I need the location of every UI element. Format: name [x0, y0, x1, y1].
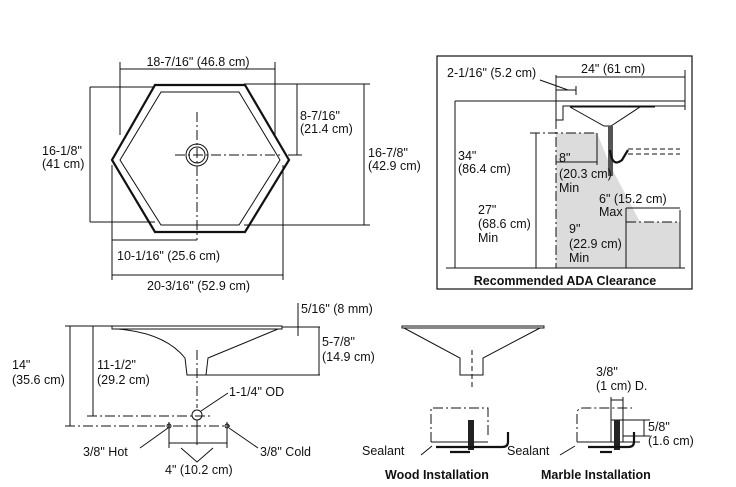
- marble-installation: 3/8" (1 cm) D. 5/8" (1.6 cm) Sealant Mar…: [507, 365, 694, 482]
- dim-total-height-cm: (35.6 cm): [12, 373, 65, 387]
- dim-rim-height-in: 34": [458, 149, 476, 163]
- dim-embed-in: 5/8": [648, 420, 670, 434]
- dim-rim-height-cm: (86.4 cm): [458, 162, 511, 176]
- dim-rim-offset: 2-1/16" (5.2 cm): [447, 66, 536, 80]
- top-view: 18-7/16" (46.8 cm) 8-7/16" (21.4 cm) 16-…: [42, 55, 421, 293]
- dim-inner-depth-cm: (41 cm): [42, 157, 84, 171]
- dim-hot-supply: 3/8" Hot: [83, 445, 128, 459]
- dim-cold-supply: 3/8" Cold: [260, 445, 311, 459]
- dim-toe-max: 6" (15.2 cm): [599, 192, 667, 206]
- dim-ada-depth: 24" (61 cm): [581, 62, 645, 76]
- drain-outlet-icon: [191, 409, 203, 421]
- dim-overall-width: 18-7/16" (46.8 cm): [146, 55, 249, 69]
- dim-toe-height-note: Min: [569, 251, 589, 265]
- dim-outer-depth-cm: (42.9 cm): [368, 159, 421, 173]
- basin-profile: [117, 328, 279, 376]
- dim-bowl-depth-cm: (14.9 cm): [322, 350, 375, 364]
- dim-half-depth-cm: (21.4 cm): [300, 122, 353, 136]
- dim-knee-depth-cm: (20.3 cm): [559, 167, 612, 181]
- dim-supply-spacing: 4" (10.2 cm): [165, 463, 233, 477]
- dim-knee-depth-note: Min: [559, 181, 579, 195]
- wood-sealant-label: Sealant: [362, 444, 405, 458]
- ada-panel-title: Recommended ADA Clearance: [474, 274, 657, 288]
- dim-toe-max-note: Max: [599, 205, 623, 219]
- marble-sealant-label: Sealant: [507, 444, 550, 458]
- dim-half-depth-in: 8-7/16": [300, 109, 340, 123]
- dim-knee-clear-in: 27": [478, 203, 496, 217]
- dim-embed-cm: (1.6 cm): [648, 434, 694, 448]
- dim-outer-depth-in: 16-7/8": [368, 146, 408, 160]
- wood-screw: [468, 420, 474, 450]
- dim-center-offset: 10-1/16" (25.6 cm): [117, 249, 220, 263]
- dim-hole-dia-in: 3/8": [596, 365, 618, 379]
- dim-inner-depth-in: 16-1/8": [42, 144, 82, 158]
- dim-hole-dia-cm: (1 cm) D.: [596, 379, 647, 393]
- dim-overall-length: 20-3/16" (52.9 cm): [147, 279, 250, 293]
- p-trap: [608, 149, 629, 164]
- dim-knee-clear-cm: (68.6 cm): [478, 217, 531, 231]
- dim-drain-height-cm: (29.2 cm): [97, 373, 150, 387]
- dim-knee-clear-note: Min: [478, 231, 498, 245]
- marble-anchor: [614, 420, 620, 450]
- dim-drain-height-in: 11-1/2": [97, 358, 136, 372]
- basin-outline-outer: [110, 83, 291, 234]
- marble-installation-title: Marble Installation: [541, 468, 651, 482]
- knee-clearance-area: [556, 133, 680, 268]
- side-view: 5/16" (8 mm) 5-7/8" (14.9 cm) 14" (35.6 …: [12, 302, 375, 477]
- ada-clearance-panel: 2-1/16" (5.2 cm) 24" (61 cm) 34" (86.4 c…: [436, 55, 693, 290]
- basin-rim: [111, 325, 283, 330]
- dim-bowl-depth-in: 5-7/8": [322, 335, 355, 349]
- wood-installation: Sealant Wood Installation: [362, 325, 545, 482]
- dim-toe-height-cm: (22.9 cm): [569, 237, 622, 251]
- basin-outline-inner: [119, 91, 281, 226]
- dim-knee-depth-in: 8": [559, 151, 570, 165]
- dim-drain-od: 1-1/4" OD: [229, 385, 284, 399]
- wood-installation-title: Wood Installation: [385, 468, 489, 482]
- dim-toe-height-in: 9": [569, 222, 580, 236]
- dim-rim-thickness: 5/16" (8 mm): [301, 302, 373, 316]
- dim-total-height-in: 14": [12, 358, 30, 372]
